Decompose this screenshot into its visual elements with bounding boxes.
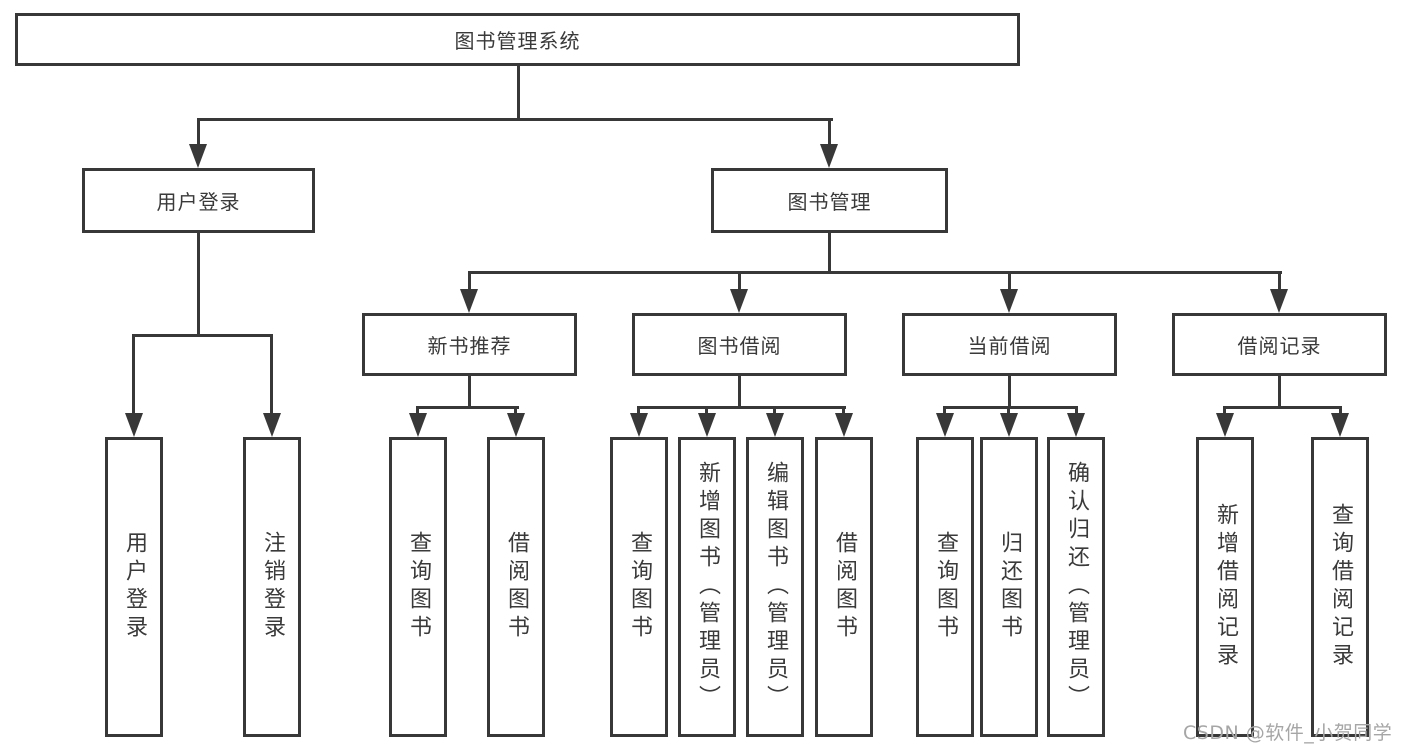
leaf-return-books: 归还图书 xyxy=(980,437,1038,737)
connector xyxy=(773,406,776,416)
arrowhead-down xyxy=(766,413,784,437)
connector xyxy=(132,334,135,416)
arrowhead-down xyxy=(936,413,954,437)
connector xyxy=(1278,271,1281,291)
connector xyxy=(197,231,200,337)
arrowhead-down xyxy=(1067,413,1085,437)
node-borrowing-records: 借阅记录 xyxy=(1172,313,1387,376)
leaf-user-login: 用户登录 xyxy=(105,437,163,737)
leaf-edit-books-admin-label: 编辑图书（管理员） xyxy=(763,461,788,713)
leaf-edit-books-admin: 编辑图书（管理员） xyxy=(746,437,804,737)
leaf-query-books-current-label: 查询图书 xyxy=(933,531,958,643)
leaf-logout-label: 注销登录 xyxy=(260,531,285,643)
connector xyxy=(828,231,831,274)
leaf-borrow-books-recommend: 借阅图书 xyxy=(487,437,545,737)
connector xyxy=(1008,271,1011,291)
connector xyxy=(738,374,741,409)
connector xyxy=(197,118,200,146)
leaf-add-borrow-record-label: 新增借阅记录 xyxy=(1213,503,1238,671)
connector xyxy=(132,334,273,337)
arrowhead-down xyxy=(1000,413,1018,437)
node-current-borrowing: 当前借阅 xyxy=(902,313,1117,376)
connector xyxy=(842,406,845,416)
arrowhead-down xyxy=(1216,413,1234,437)
connector xyxy=(637,406,846,409)
leaf-borrow-books: 借阅图书 xyxy=(815,437,873,737)
connector xyxy=(1007,406,1010,416)
node-book-borrowing: 图书借阅 xyxy=(632,313,847,376)
node-root-library-management-system: 图书管理系统 xyxy=(15,13,1020,66)
arrowhead-down xyxy=(507,413,525,437)
leaf-return-books-label: 归还图书 xyxy=(997,531,1022,643)
arrowhead-down xyxy=(698,413,716,437)
arrowhead-down xyxy=(835,413,853,437)
leaf-query-books-borrowing-label: 查询图书 xyxy=(627,531,652,643)
leaf-query-borrow-record-label: 查询借阅记录 xyxy=(1328,503,1353,671)
connector xyxy=(517,64,520,121)
connector xyxy=(468,374,471,409)
connector xyxy=(270,334,273,416)
connector xyxy=(1008,374,1011,409)
arrowhead-down xyxy=(1270,289,1288,313)
arrowhead-down xyxy=(460,289,478,313)
connector xyxy=(468,271,1282,274)
leaf-query-books-current: 查询图书 xyxy=(916,437,974,737)
node-user-login: 用户登录 xyxy=(82,168,315,233)
connector xyxy=(1075,406,1078,416)
node-new-book-recommendation: 新书推荐 xyxy=(362,313,577,376)
leaf-borrow-books-label: 借阅图书 xyxy=(832,531,857,643)
connector xyxy=(943,406,946,416)
leaf-confirm-return-admin-label: 确认归还（管理员） xyxy=(1064,461,1089,713)
leaf-confirm-return-admin: 确认归还（管理员） xyxy=(1047,437,1105,737)
connector xyxy=(1339,406,1342,416)
arrowhead-down xyxy=(1331,413,1349,437)
leaf-user-login-label: 用户登录 xyxy=(122,531,147,643)
arrowhead-down xyxy=(409,413,427,437)
connector xyxy=(637,406,640,416)
connector xyxy=(828,118,831,146)
connector xyxy=(1223,406,1342,409)
connector xyxy=(1278,374,1281,409)
leaf-add-borrow-record: 新增借阅记录 xyxy=(1196,437,1254,737)
leaf-logout: 注销登录 xyxy=(243,437,301,737)
leaf-add-books-admin-label: 新增图书（管理员） xyxy=(695,461,720,713)
connector xyxy=(416,406,419,416)
connector xyxy=(1223,406,1226,416)
connector xyxy=(468,271,471,291)
arrowhead-down xyxy=(125,413,143,437)
leaf-query-books-recommend: 查询图书 xyxy=(389,437,447,737)
connector xyxy=(943,406,1078,409)
arrowhead-down xyxy=(263,413,281,437)
csdn-watermark: CSDN @软件_小贺同学 xyxy=(1183,722,1393,744)
node-book-management: 图书管理 xyxy=(711,168,948,233)
leaf-borrow-books-recommend-label: 借阅图书 xyxy=(504,531,529,643)
leaf-add-books-admin: 新增图书（管理员） xyxy=(678,437,736,737)
leaf-query-borrow-record: 查询借阅记录 xyxy=(1311,437,1369,737)
connector xyxy=(514,406,517,416)
arrowhead-down xyxy=(820,144,838,168)
connector xyxy=(705,406,708,416)
leaf-query-books-borrowing: 查询图书 xyxy=(610,437,668,737)
arrowhead-down xyxy=(189,144,207,168)
arrowhead-down xyxy=(1000,289,1018,313)
arrowhead-down xyxy=(630,413,648,437)
arrowhead-down xyxy=(730,289,748,313)
connector xyxy=(416,406,519,409)
leaf-query-books-recommend-label: 查询图书 xyxy=(406,531,431,643)
connector xyxy=(738,271,741,291)
connector xyxy=(197,118,833,121)
